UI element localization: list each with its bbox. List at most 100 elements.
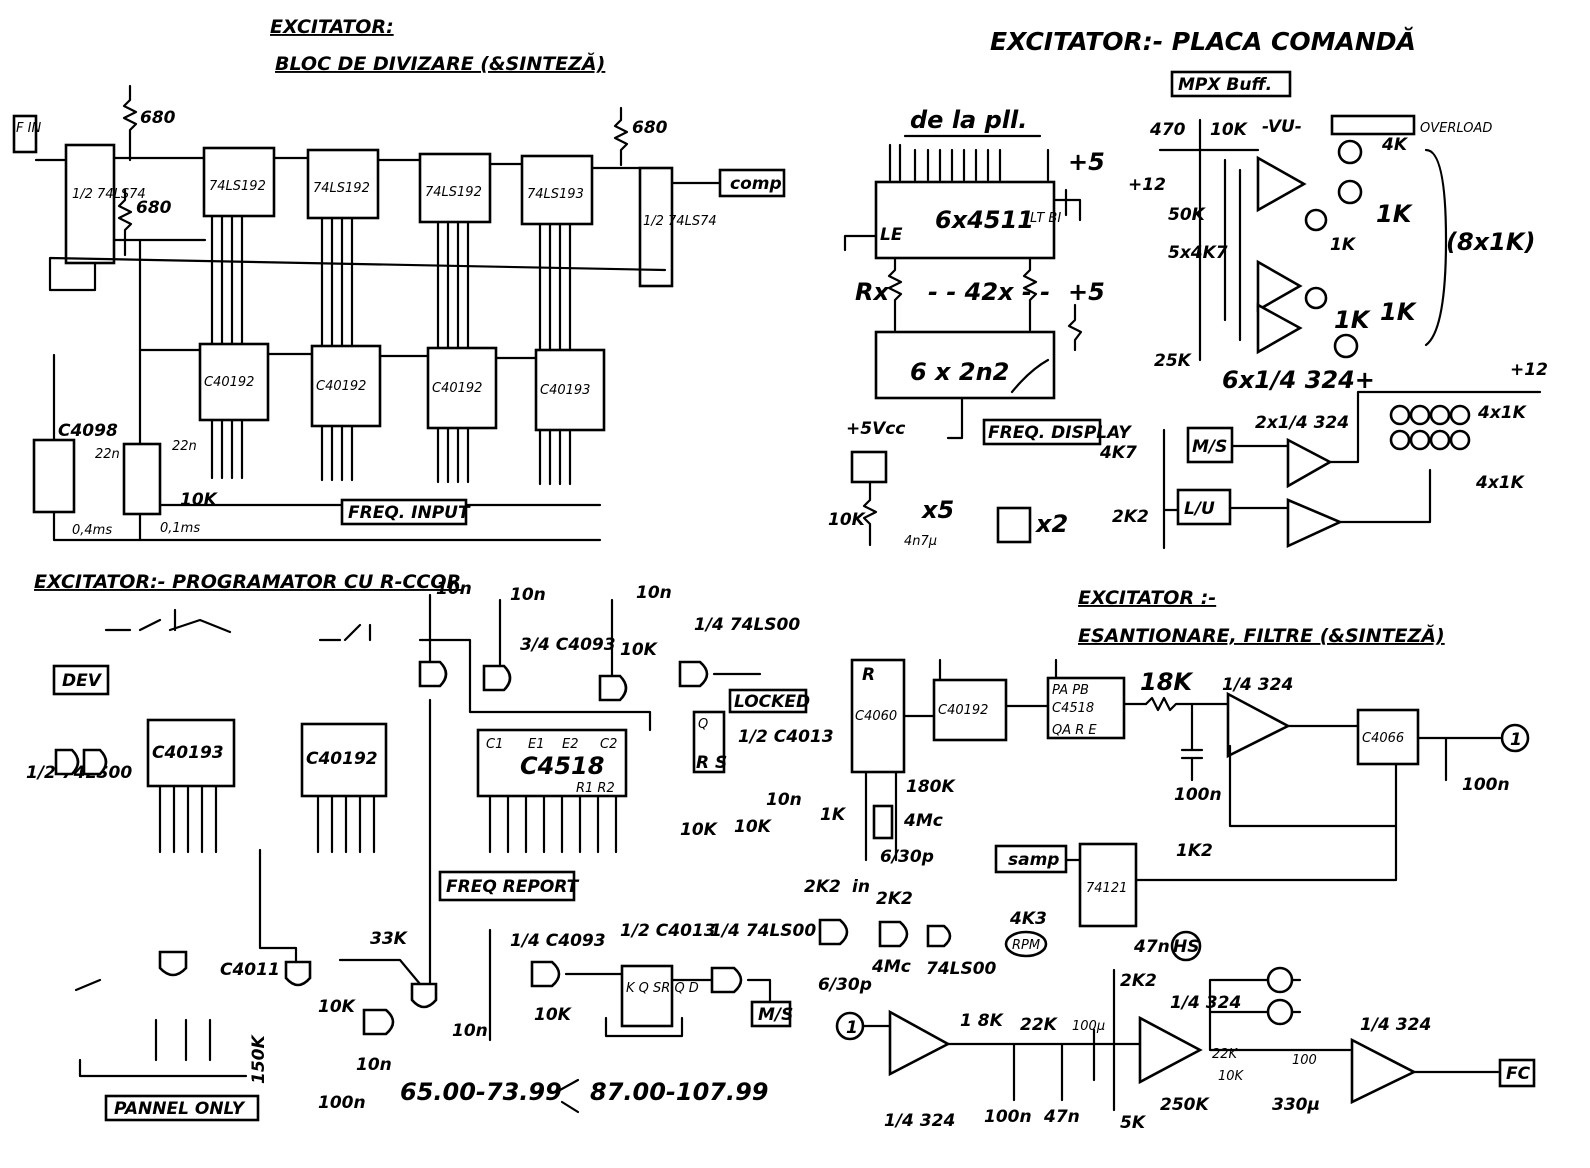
br-r1k: 1K [820,805,847,825]
tr-led-11 [1409,429,1431,451]
bl-nand-1 [418,660,448,688]
tr-led-3 [1304,208,1328,232]
tr-de-la: de la pll. [910,106,1027,134]
br-subtitle: ESANTIONARE, FILTRE (&SINTEZĂ) [1078,623,1445,647]
br-chip-c4066 [1356,708,1420,766]
br-opamp-b [1138,1015,1203,1085]
quadrant-bottom-right: EXCITATOR :- ESANTIONARE, FILTRE (&SINTE… [804,587,1536,1133]
bl-c40193-label: C40193 [152,743,224,763]
tr-opamp-ms [1286,437,1333,489]
bl-pannel-label: PANNEL ONLY [114,1099,246,1119]
tl-links-1 [210,214,244,346]
tl-chip4-label: 74LS193 [527,187,584,202]
tl-chip5-label: C40192 [204,375,254,390]
tr-r1k-d: 1K [1334,306,1372,334]
tr-res-5v [1067,303,1083,352]
bl-box-ms [750,1000,792,1028]
bl-cap10n-c: 10n [636,583,672,603]
tl-comp-label: comp [730,174,782,194]
tr-le-wire [843,234,878,252]
bl-cap10n-d: 10n [766,790,802,810]
bl-panel-wires [74,698,432,1078]
tl-ff2-74 [638,166,674,288]
tr-ms-label: M/S [1192,437,1227,457]
tl-chip-c40192-2 [310,344,382,428]
tr-led-1 [1337,139,1363,165]
br-c40192-label: C40192 [938,703,988,718]
bl-nand-3 [598,674,628,702]
tr-pll-lines [888,143,1050,182]
tr-wiper [1010,358,1050,394]
quadrant-bottom-left: EXCITATOR:- PROGRAMATOR CU R-CCOR DEV 1/… [26,571,834,1122]
tl-box-comp [718,168,786,198]
br-74ls00: 74LS00 [926,959,997,979]
br-r250k: 250K [1160,1095,1210,1115]
br-c4518-label: C4518 [1052,701,1094,716]
tl-r680a: 680 [140,108,176,128]
tl-subtitle: BLOC DE DIVIZARE (&SINTEZĂ) [275,51,605,75]
tl-links-2 [320,216,354,348]
tr-plus5: +5 [1068,148,1105,176]
tr-r4k: 4K [1381,135,1409,155]
br-r2k2a: 2K2 [804,877,841,897]
br-filter-wires [862,1024,1142,1102]
tr-title: EXCITATOR:- PLACA COMANDĂ [990,26,1416,56]
bl-title: EXCITATOR:- PROGRAMATOR CU R-CCOR [34,571,461,593]
tr-rx: Rx [855,278,890,306]
tr-led-9 [1449,404,1471,426]
br-rpm [1004,930,1048,958]
bl-c4013b: 1/2 C4013 [620,921,716,941]
tl-chip-74ls193 [520,154,594,226]
tr-4x1k-a: 4x1K [1477,403,1528,423]
tl-r680c: 680 [632,118,668,138]
tl-cap22b: 22n [172,439,197,454]
bl-ms-wires [488,928,772,1042]
tr-r1k-a: 1K [1376,200,1414,228]
br-chip-c4060 [850,658,906,774]
br-node-in-label: 1 [846,1018,858,1038]
tr-vu: -VU- [1262,117,1302,137]
tl-chip-c40192-3 [426,346,498,430]
tr-x2: x2 [1035,510,1068,538]
tr-op324: 6x1/4 324+ [1222,366,1375,394]
br-fc-label: FC [1506,1064,1531,1084]
bl-r150k: 150K [249,1034,269,1084]
br-rpm-label: RPM [1012,938,1040,953]
br-box-fc [1498,1058,1536,1088]
bl-cap100n: 100n [318,1093,366,1113]
tr-42x: - - 42x - - [928,278,1050,306]
br-opamp-c [1350,1037,1417,1105]
br-pins-pa-pb: PA PB [1052,683,1089,698]
tr-box-freq-display [982,418,1102,446]
tl-res-680a [122,84,138,162]
bl-ls00c: 1/4 74LS00 [710,921,816,941]
tl-chip7-label: C40192 [432,381,482,396]
br-op324b: 1/4 324 [884,1111,955,1131]
bl-r10k-e: 10K [534,1005,573,1025]
tl-oneshot-b [122,442,162,516]
tl-input-label: F IN [16,121,41,136]
br-led-a [1266,966,1294,994]
tr-2n2-label: 6 x 2n2 [910,358,1009,386]
bl-chip-c40193 [146,718,236,788]
quadrant-top-right: EXCITATOR:- PLACA COMANDĂ de la pll. +5 … [828,26,1548,550]
tr-opamp-1 [1256,155,1307,213]
bl-gates-dev [54,748,108,776]
bl-pin-e1: E1 [528,737,545,752]
br-c100n-c: 100n [984,1107,1032,1127]
tr-5v-wire [1052,188,1082,222]
tl-ff2-label: 1/2 74LS74 [643,214,717,229]
bl-pin-c2: C2 [600,737,617,752]
tr-res-array [887,256,1038,332]
bl-chip-c4518 [476,728,628,798]
tl-r680b: 680 [136,198,172,218]
tl-links-3 [436,220,470,350]
tr-opamp-2 [1256,259,1303,313]
tr-op-wires [1162,390,1542,550]
bl-ls00b: 1/4 74LS00 [694,615,800,635]
tl-chip-74ls192-3 [418,152,492,224]
bl-gate-wires [418,593,652,732]
br-samp-wires [1064,858,1170,882]
bl-box-locked [728,688,808,714]
bl-c4518-label: C4518 [520,752,604,780]
